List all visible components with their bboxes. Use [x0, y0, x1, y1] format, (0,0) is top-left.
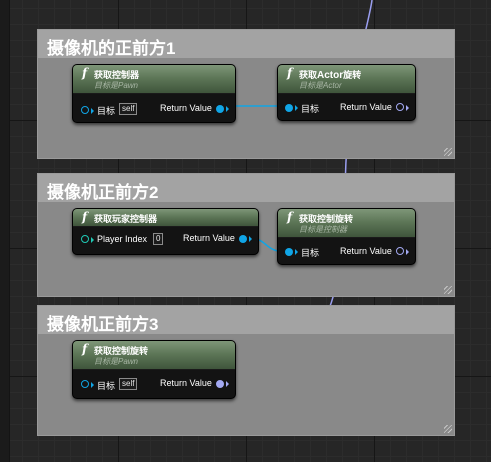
node-get-player-controller[interactable]: f 获取玩家控制器 Player Index 0 Return Value: [72, 208, 259, 255]
node-subtitle: 目标是Actor: [299, 81, 342, 90]
node-get-control-rotation-2[interactable]: f 获取控制旋转 目标是控制器 目标 Return Value: [277, 208, 416, 265]
resize-handle-icon[interactable]: [444, 148, 452, 156]
pin-arrow-icon: [249, 236, 252, 242]
comment-title-bar[interactable]: 摄像机正前方2: [38, 174, 454, 202]
comment-title-bar[interactable]: 摄像机的正前方1: [38, 30, 454, 58]
return-value-label: Return Value: [340, 102, 392, 112]
resize-handle-icon[interactable]: [444, 425, 452, 433]
comment-title: 摄像机正前方3: [47, 315, 159, 334]
node-title: 获取玩家控制器: [94, 214, 158, 224]
player-index-input[interactable]: 0: [153, 233, 164, 245]
node-header[interactable]: f 获取玩家控制器: [73, 209, 258, 227]
function-icon: f: [82, 342, 88, 356]
target-pin-label: 目标: [301, 104, 320, 114]
node-get-controller[interactable]: f 获取控制器 目标是Pawn 目标 self Return Value: [72, 64, 236, 123]
node-header[interactable]: f 获取控制旋转 目标是Pawn: [73, 341, 235, 370]
target-self-value[interactable]: self: [119, 378, 138, 390]
player-index-label: Player Index: [97, 234, 148, 244]
node-header[interactable]: f 获取控制旋转 目标是控制器: [278, 209, 415, 238]
pin-arrow-icon: [226, 381, 229, 387]
return-value-label: Return Value: [160, 378, 212, 388]
return-pin-icon[interactable]: [396, 103, 404, 111]
pin-arrow-icon: [295, 249, 298, 255]
return-pin-icon[interactable]: [396, 247, 404, 255]
return-value-label: Return Value: [183, 233, 235, 243]
player-index-pin-icon[interactable]: [81, 235, 89, 243]
target-pin-label: 目标: [97, 106, 116, 116]
function-icon: f: [82, 210, 88, 224]
pin-arrow-icon: [226, 106, 229, 112]
pin-arrow-icon: [406, 249, 409, 255]
node-title: 获取Actor旋转: [299, 70, 362, 81]
return-value-label: Return Value: [160, 103, 212, 113]
comment-title: 摄像机正前方2: [47, 183, 159, 202]
node-subtitle: 目标是Pawn: [94, 81, 139, 90]
target-pin-label: 目标: [301, 248, 320, 258]
node-title: 获取控制器: [94, 70, 140, 80]
comment-box-3[interactable]: 摄像机正前方3: [37, 305, 455, 436]
comment-title-bar[interactable]: 摄像机正前方3: [38, 306, 454, 334]
pin-arrow-icon: [91, 382, 94, 388]
pin-arrow-icon: [91, 237, 94, 243]
function-icon: f: [287, 66, 293, 80]
function-icon: f: [287, 210, 293, 224]
node-header[interactable]: f 获取Actor旋转 目标是Actor: [278, 65, 415, 94]
target-pin-icon[interactable]: [81, 106, 89, 114]
pin-arrow-icon: [406, 105, 409, 111]
target-pin-icon[interactable]: [81, 380, 89, 388]
return-pin-icon[interactable]: [239, 235, 247, 243]
target-pin-label: 目标: [97, 381, 116, 391]
node-subtitle: 目标是Pawn: [94, 357, 139, 366]
target-self-value[interactable]: self: [119, 103, 138, 115]
target-pin-icon[interactable]: [285, 248, 293, 256]
target-pin-icon[interactable]: [285, 104, 293, 112]
node-title: 获取控制旋转: [94, 346, 149, 356]
node-header[interactable]: f 获取控制器 目标是Pawn: [73, 65, 235, 94]
function-icon: f: [82, 66, 88, 80]
node-get-actor-rotation[interactable]: f 获取Actor旋转 目标是Actor 目标 Return Value: [277, 64, 416, 121]
return-value-label: Return Value: [340, 246, 392, 256]
resize-handle-icon[interactable]: [444, 286, 452, 294]
graph-left-edge: [0, 0, 10, 462]
node-subtitle: 目标是控制器: [299, 225, 347, 234]
pin-arrow-icon: [295, 105, 298, 111]
return-pin-icon[interactable]: [216, 380, 224, 388]
node-get-control-rotation-3[interactable]: f 获取控制旋转 目标是Pawn 目标 self Return Value: [72, 340, 236, 399]
return-pin-icon[interactable]: [216, 105, 224, 113]
comment-title: 摄像机的正前方1: [47, 39, 176, 58]
pin-arrow-icon: [91, 108, 94, 114]
node-title: 获取控制旋转: [299, 214, 354, 224]
